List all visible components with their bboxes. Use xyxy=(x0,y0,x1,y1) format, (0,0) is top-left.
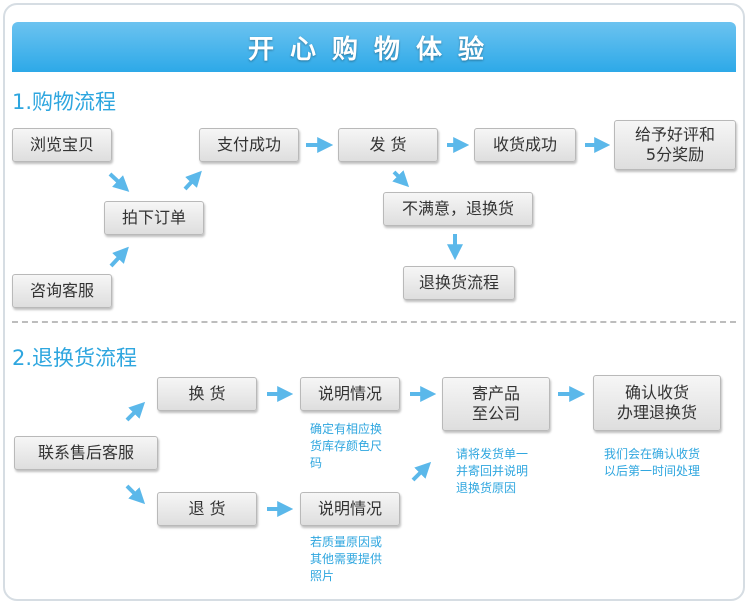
node-confirm-receipt: 确认收货 办理退换货 xyxy=(593,375,721,431)
arrow-order-to-pay xyxy=(183,170,202,191)
node-browse: 浏览宝贝 xyxy=(12,128,112,162)
note-confirm: 我们会在确认收货 以后第一时间处理 xyxy=(604,447,701,478)
node-explain-exchange: 说明情况 xyxy=(300,377,400,411)
node-exchange: 换 货 xyxy=(157,377,257,411)
node-explain-refund: 说明情况 xyxy=(300,492,400,526)
arrow-contact-to-refund xyxy=(125,484,146,505)
node-ship: 发 货 xyxy=(338,128,438,162)
node-return-flow: 退换货流程 xyxy=(403,266,515,300)
node-send-product: 寄产品 至公司 xyxy=(442,377,550,431)
arrow-browse-to-order xyxy=(108,172,130,192)
section-divider xyxy=(12,321,736,323)
note-exchange: 确定有相应换 货库存颜色尺 码 xyxy=(310,422,383,470)
node-consult: 咨询客服 xyxy=(12,274,112,308)
arrow-explain2-to-send xyxy=(411,461,432,482)
node-contact-service: 联系售后客服 xyxy=(14,436,158,470)
arrow-ship-to-unsatisfied xyxy=(392,170,410,188)
section2-title: 2.退换货流程 xyxy=(12,346,138,370)
note-refund: 若质量原因或 其他需要提供 照片 xyxy=(310,535,383,583)
node-review: 给予好评和 5分奖励 xyxy=(614,120,736,170)
header-banner: 开心购物体验 xyxy=(12,22,736,72)
section1-title: 1.购物流程 xyxy=(12,90,117,114)
node-refund: 退 货 xyxy=(157,492,257,526)
note-send: 请将发货单一 并寄回并说明 退换货原因 xyxy=(456,447,529,495)
node-payment: 支付成功 xyxy=(199,128,299,162)
arrow-contact-to-exchange xyxy=(125,401,146,422)
banner-title: 开心购物体验 xyxy=(247,34,500,65)
node-unsatisfied: 不满意，退换货 xyxy=(383,192,533,226)
arrow-consult-to-order xyxy=(109,246,129,268)
node-received: 收货成功 xyxy=(474,128,576,162)
node-place-order: 拍下订单 xyxy=(104,201,204,235)
